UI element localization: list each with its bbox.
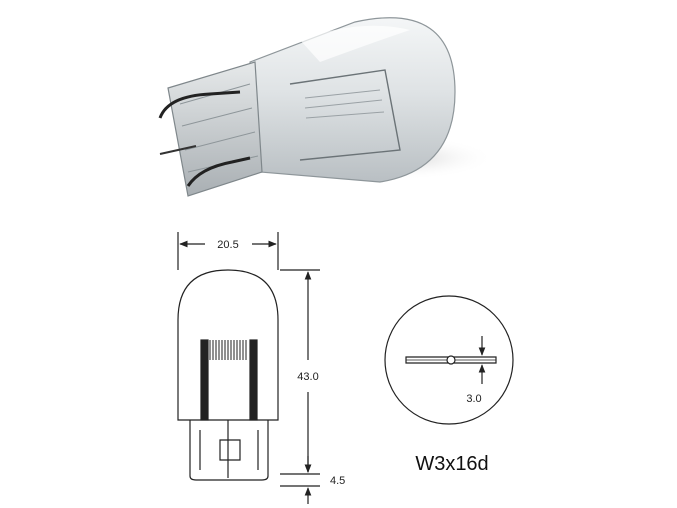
post-right xyxy=(249,339,258,421)
bulb-photo xyxy=(158,17,495,197)
wedge-base xyxy=(167,61,263,197)
filament-support xyxy=(289,69,401,161)
technical-drawing xyxy=(177,232,320,504)
height-label: 43.0 xyxy=(297,371,318,383)
top-view-outline xyxy=(384,295,514,425)
width-label: 20.5 xyxy=(217,239,238,251)
contact-wire-top xyxy=(158,90,241,119)
filament-hatch xyxy=(209,340,247,360)
base-detail xyxy=(199,420,259,478)
top-view xyxy=(384,295,514,425)
top-view-center xyxy=(446,355,456,365)
contact-wire-bottom xyxy=(186,156,251,187)
filament-coil xyxy=(304,89,385,119)
post-left xyxy=(200,339,209,421)
top-view-filament xyxy=(405,356,497,364)
gap-label: 3.0 xyxy=(466,393,481,405)
bulb-outline xyxy=(177,269,279,421)
glass-highlight xyxy=(300,25,410,62)
glass-bulb xyxy=(249,17,456,183)
contact-wire-mid xyxy=(159,145,197,155)
base-outline xyxy=(189,420,269,481)
base-type-label: W3x16d xyxy=(415,453,488,475)
base-label: 4.5 xyxy=(330,475,345,487)
